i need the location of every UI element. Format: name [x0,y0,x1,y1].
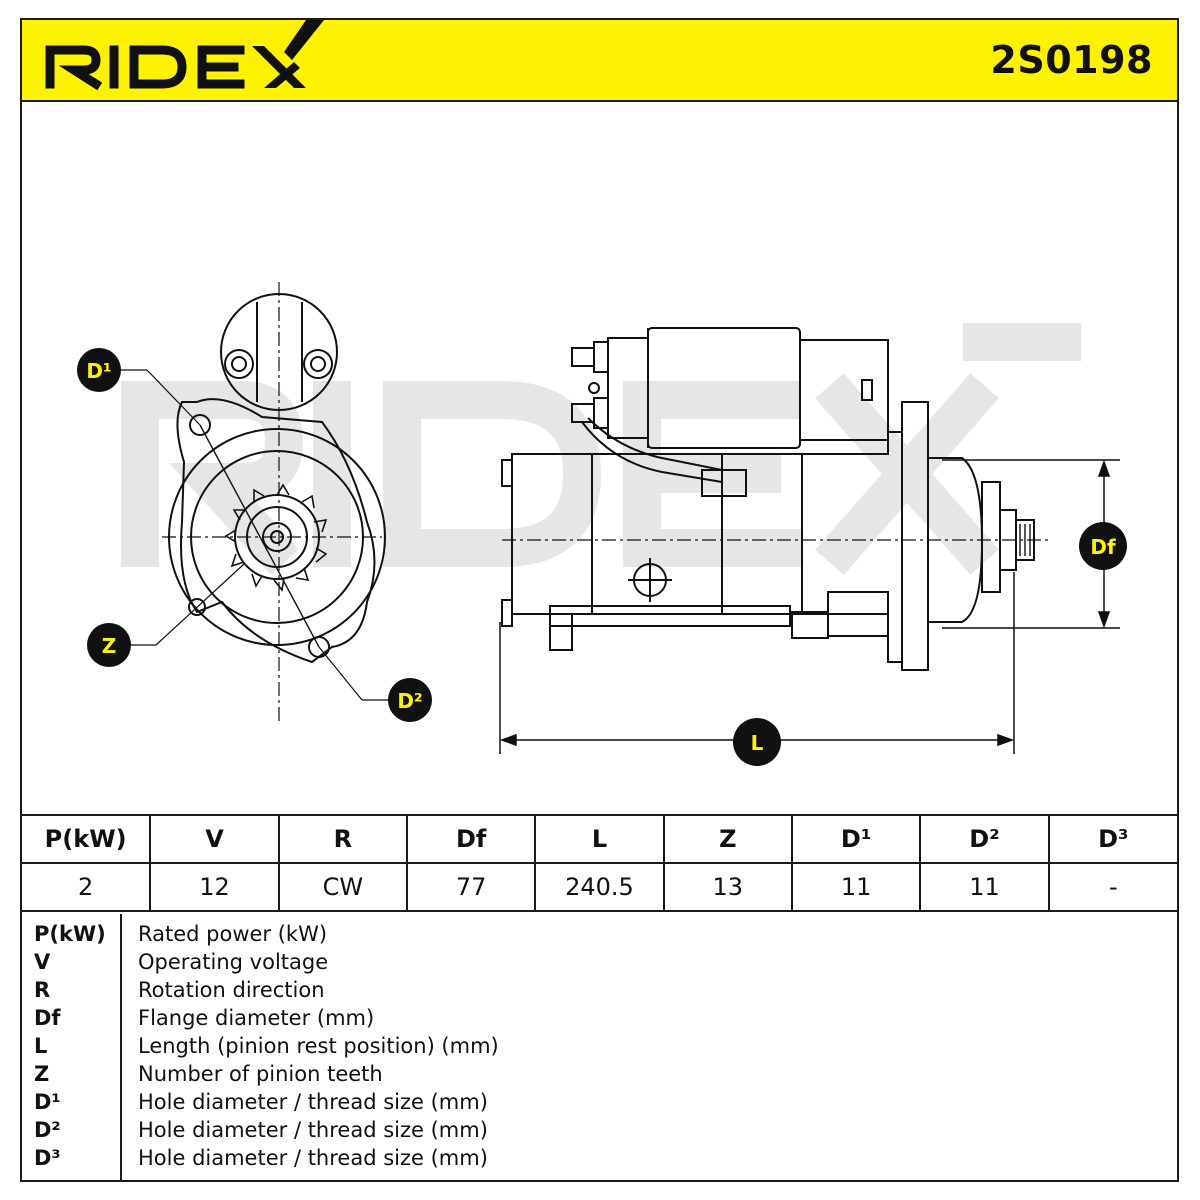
legend-item: L Length (pinion rest position) (mm) [22,1034,1177,1062]
starter-side-view [501,327,1052,671]
legend-key: D² [34,1118,61,1142]
product-sheet: 2S0198 [20,18,1179,1182]
ridex-logo [45,20,324,91]
legend-item: D¹ Hole diameter / thread size (mm) [22,1090,1177,1118]
spec-value: 13 [662,862,793,912]
spec-value: 11 [790,862,922,912]
legend-desc: Rotation direction [138,978,325,1002]
spec-value: 12 [149,862,280,912]
legend: P(kW) Rated power (kW) V Operating volta… [22,914,1177,1180]
spec-value: 2 [22,862,152,912]
legend-item: P(kW) Rated power (kW) [22,922,1177,950]
legend-key: P(kW) [34,922,106,946]
spec-value: 11 [919,862,1050,912]
spec-header: Z [662,814,793,864]
legend-desc: Flange diameter (mm) [138,1006,375,1030]
legend-item: D³ Hole diameter / thread size (mm) [22,1146,1177,1174]
legend-item: Df Flange diameter (mm) [22,1006,1177,1034]
legend-key: V [34,950,51,974]
spec-header: D² [919,814,1050,864]
legend-desc: Hole diameter / thread size (mm) [138,1118,488,1142]
legend-desc: Rated power (kW) [138,922,328,946]
spec-header: L [534,814,665,864]
legend-item: Z Number of pinion teeth [22,1062,1177,1090]
legend-key: D³ [34,1146,61,1170]
legend-desc: Number of pinion teeth [138,1062,383,1086]
legend-item: D² Hole diameter / thread size (mm) [22,1118,1177,1146]
spec-value: 240.5 [534,862,665,912]
legend-key: R [34,978,51,1002]
legend-desc: Operating voltage [138,950,329,974]
legend-key: Z [34,1062,50,1086]
spec-table: P(kW) V R Df L Z D¹ D² D³ 2 12 CW 77 240… [22,814,1177,912]
legend-divider [120,914,122,1180]
spec-header: Df [405,814,537,864]
starter-front-view [162,282,386,722]
spec-header: R [277,814,408,864]
legend-desc: Hole diameter / thread size (mm) [138,1090,488,1114]
l-dimension [499,572,1015,754]
header-bar: 2S0198 [22,20,1177,102]
spec-value: - [1047,862,1177,912]
spec-header: D³ [1047,814,1177,864]
spec-value-row: 2 12 CW 77 240.5 13 11 11 - [22,862,1177,912]
legend-desc: Hole diameter / thread size (mm) [138,1146,488,1170]
legend-desc: Length (pinion rest position) (mm) [138,1034,499,1058]
part-number: 2S0198 [990,38,1153,82]
technical-drawing: D¹ Z D² Df L [22,102,1177,814]
legend-key: Df [34,1006,61,1030]
legend-item: V Operating voltage [22,950,1177,978]
spec-header: D¹ [790,814,922,864]
spec-header-row: P(kW) V R Df L Z D¹ D² D³ [22,814,1177,864]
spec-header: V [149,814,280,864]
legend-key: L [34,1034,48,1058]
spec-value: CW [277,862,408,912]
spec-header: P(kW) [22,814,152,864]
legend-key: D¹ [34,1090,61,1114]
ridex-watermark [121,323,1081,575]
legend-item: R Rotation direction [22,978,1177,1006]
spec-value: 77 [405,862,537,912]
